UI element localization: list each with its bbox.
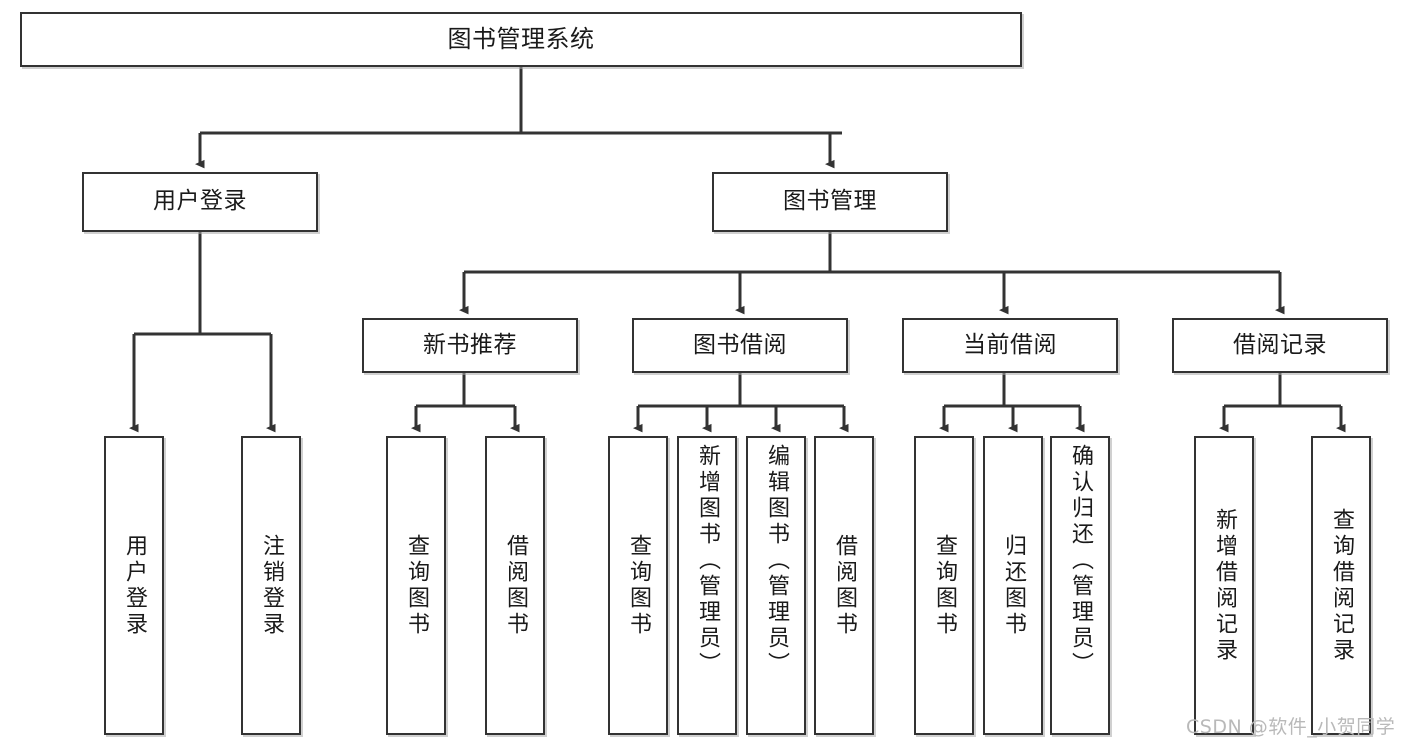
node-leaf-query-book-rec[interactable]: 查询图书 (386, 436, 446, 735)
node-leaf-borrow-book-label: 借阅图书 (832, 533, 857, 638)
node-leaf-query-record[interactable]: 查询借阅记录 (1311, 436, 1371, 735)
node-leaf-return-book-label: 归还图书 (1001, 533, 1026, 638)
node-leaf-edit-book-label: 编辑图书（管理员） (764, 444, 789, 678)
node-leaf-user-login-label: 用户登录 (122, 533, 147, 638)
node-leaf-borrow-book-rec-label: 借阅图书 (503, 533, 528, 638)
node-book-borrow[interactable]: 图书借阅 (632, 318, 848, 373)
node-root-label: 图书管理系统 (447, 25, 595, 54)
node-leaf-confirm-return-label: 确认归还（管理员） (1068, 444, 1093, 678)
node-leaf-return-book[interactable]: 归还图书 (983, 436, 1043, 735)
node-leaf-query-book[interactable]: 查询图书 (608, 436, 668, 735)
node-book-borrow-label: 图书借阅 (693, 331, 787, 358)
node-book-manage-label: 图书管理 (783, 188, 877, 215)
node-current-borrow[interactable]: 当前借阅 (902, 318, 1118, 373)
node-book-manage[interactable]: 图书管理 (712, 172, 948, 232)
node-root[interactable]: 图书管理系统 (20, 12, 1022, 67)
node-new-book-rec-label: 新书推荐 (423, 331, 517, 358)
node-borrow-record[interactable]: 借阅记录 (1172, 318, 1388, 373)
node-leaf-logout-label: 注销登录 (259, 533, 284, 638)
node-new-book-rec[interactable]: 新书推荐 (362, 318, 578, 373)
watermark: CSDN @软件_小贺同学 (1186, 716, 1396, 738)
node-leaf-add-book-label: 新增图书（管理员） (695, 444, 720, 678)
node-leaf-logout[interactable]: 注销登录 (241, 436, 301, 735)
node-leaf-add-record-label: 新增借阅记录 (1212, 507, 1237, 664)
node-leaf-edit-book[interactable]: 编辑图书（管理员） (746, 436, 806, 735)
node-leaf-query-book-label: 查询图书 (626, 533, 651, 638)
node-leaf-borrow-book-rec[interactable]: 借阅图书 (485, 436, 545, 735)
node-current-borrow-label: 当前借阅 (963, 331, 1057, 358)
node-borrow-record-label: 借阅记录 (1233, 331, 1327, 358)
node-leaf-confirm-return[interactable]: 确认归还（管理员） (1050, 436, 1110, 735)
node-leaf-query-book-rec-label: 查询图书 (404, 533, 429, 638)
node-leaf-query-book-cur[interactable]: 查询图书 (914, 436, 974, 735)
node-user-login-label: 用户登录 (153, 188, 247, 215)
node-leaf-add-record[interactable]: 新增借阅记录 (1194, 436, 1254, 735)
node-leaf-add-book[interactable]: 新增图书（管理员） (677, 436, 737, 735)
node-leaf-user-login[interactable]: 用户登录 (104, 436, 164, 735)
node-leaf-query-book-cur-label: 查询图书 (932, 533, 957, 638)
node-leaf-borrow-book[interactable]: 借阅图书 (814, 436, 874, 735)
node-user-login[interactable]: 用户登录 (82, 172, 318, 232)
node-leaf-query-record-label: 查询借阅记录 (1329, 507, 1354, 664)
